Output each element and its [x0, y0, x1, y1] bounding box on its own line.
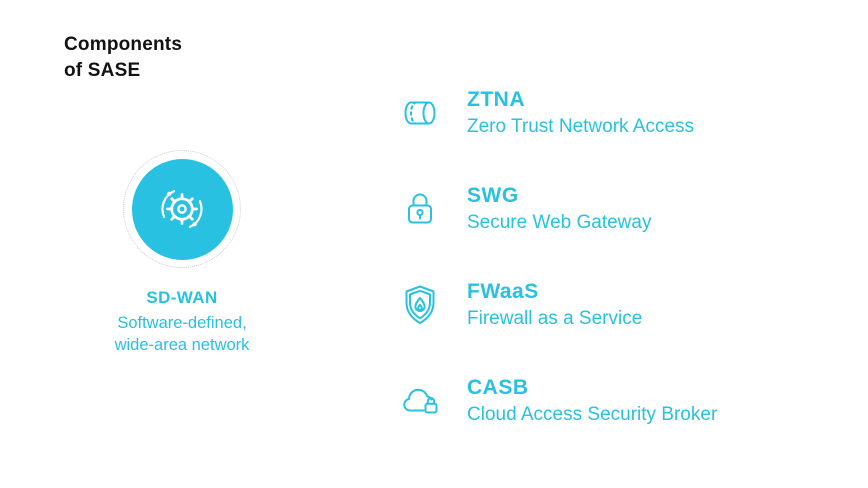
sdwan-description-line-1: Software-defined, — [117, 314, 247, 332]
component-row-ztna: ZTNA Zero Trust Network Access — [396, 86, 717, 140]
padlock-icon — [396, 185, 444, 233]
shield-flame-icon — [396, 281, 444, 329]
page-title: Components of SASE — [64, 32, 182, 83]
component-row-swg: SWG Secure Web Gateway — [396, 182, 717, 236]
sdwan-block: SD-WAN Software-defined, wide-area networ… — [70, 150, 294, 357]
component-abbr: SWG — [467, 183, 519, 207]
components-list: ZTNA Zero Trust Network Access SWG Secur… — [396, 86, 717, 470]
title-line-2: of SASE — [64, 59, 141, 81]
sdwan-circle — [131, 158, 233, 260]
title-line-1: Components — [64, 34, 183, 55]
component-name: Secure Web Gateway — [467, 211, 652, 233]
component-name: Firewall as a Service — [467, 307, 643, 329]
component-row-casb: CASB Cloud Access Security Broker — [396, 374, 717, 428]
component-text: SWG Secure Web Gateway — [467, 184, 651, 235]
component-text: CASB Cloud Access Security Broker — [467, 376, 717, 427]
sdwan-description: Software-defined, wide-area network — [70, 313, 294, 357]
component-row-fwaas: FWaaS Firewall as a Service — [396, 278, 717, 332]
sdwan-abbr: SD-WAN — [146, 288, 218, 307]
component-text: ZTNA Zero Trust Network Access — [467, 88, 694, 139]
component-abbr: FWaaS — [467, 279, 539, 303]
component-abbr: ZTNA — [467, 87, 525, 111]
component-text: FWaaS Firewall as a Service — [467, 280, 642, 331]
cloud-lock-icon — [396, 377, 444, 425]
component-abbr: CASB — [467, 375, 529, 399]
gear-network-icon — [161, 190, 203, 228]
dotted-ring — [123, 150, 241, 268]
component-name: Zero Trust Network Access — [467, 115, 695, 137]
component-name: Cloud Access Security Broker — [467, 403, 718, 425]
sdwan-description-line-2: wide-area network — [114, 335, 250, 354]
tunnel-icon — [396, 89, 444, 137]
